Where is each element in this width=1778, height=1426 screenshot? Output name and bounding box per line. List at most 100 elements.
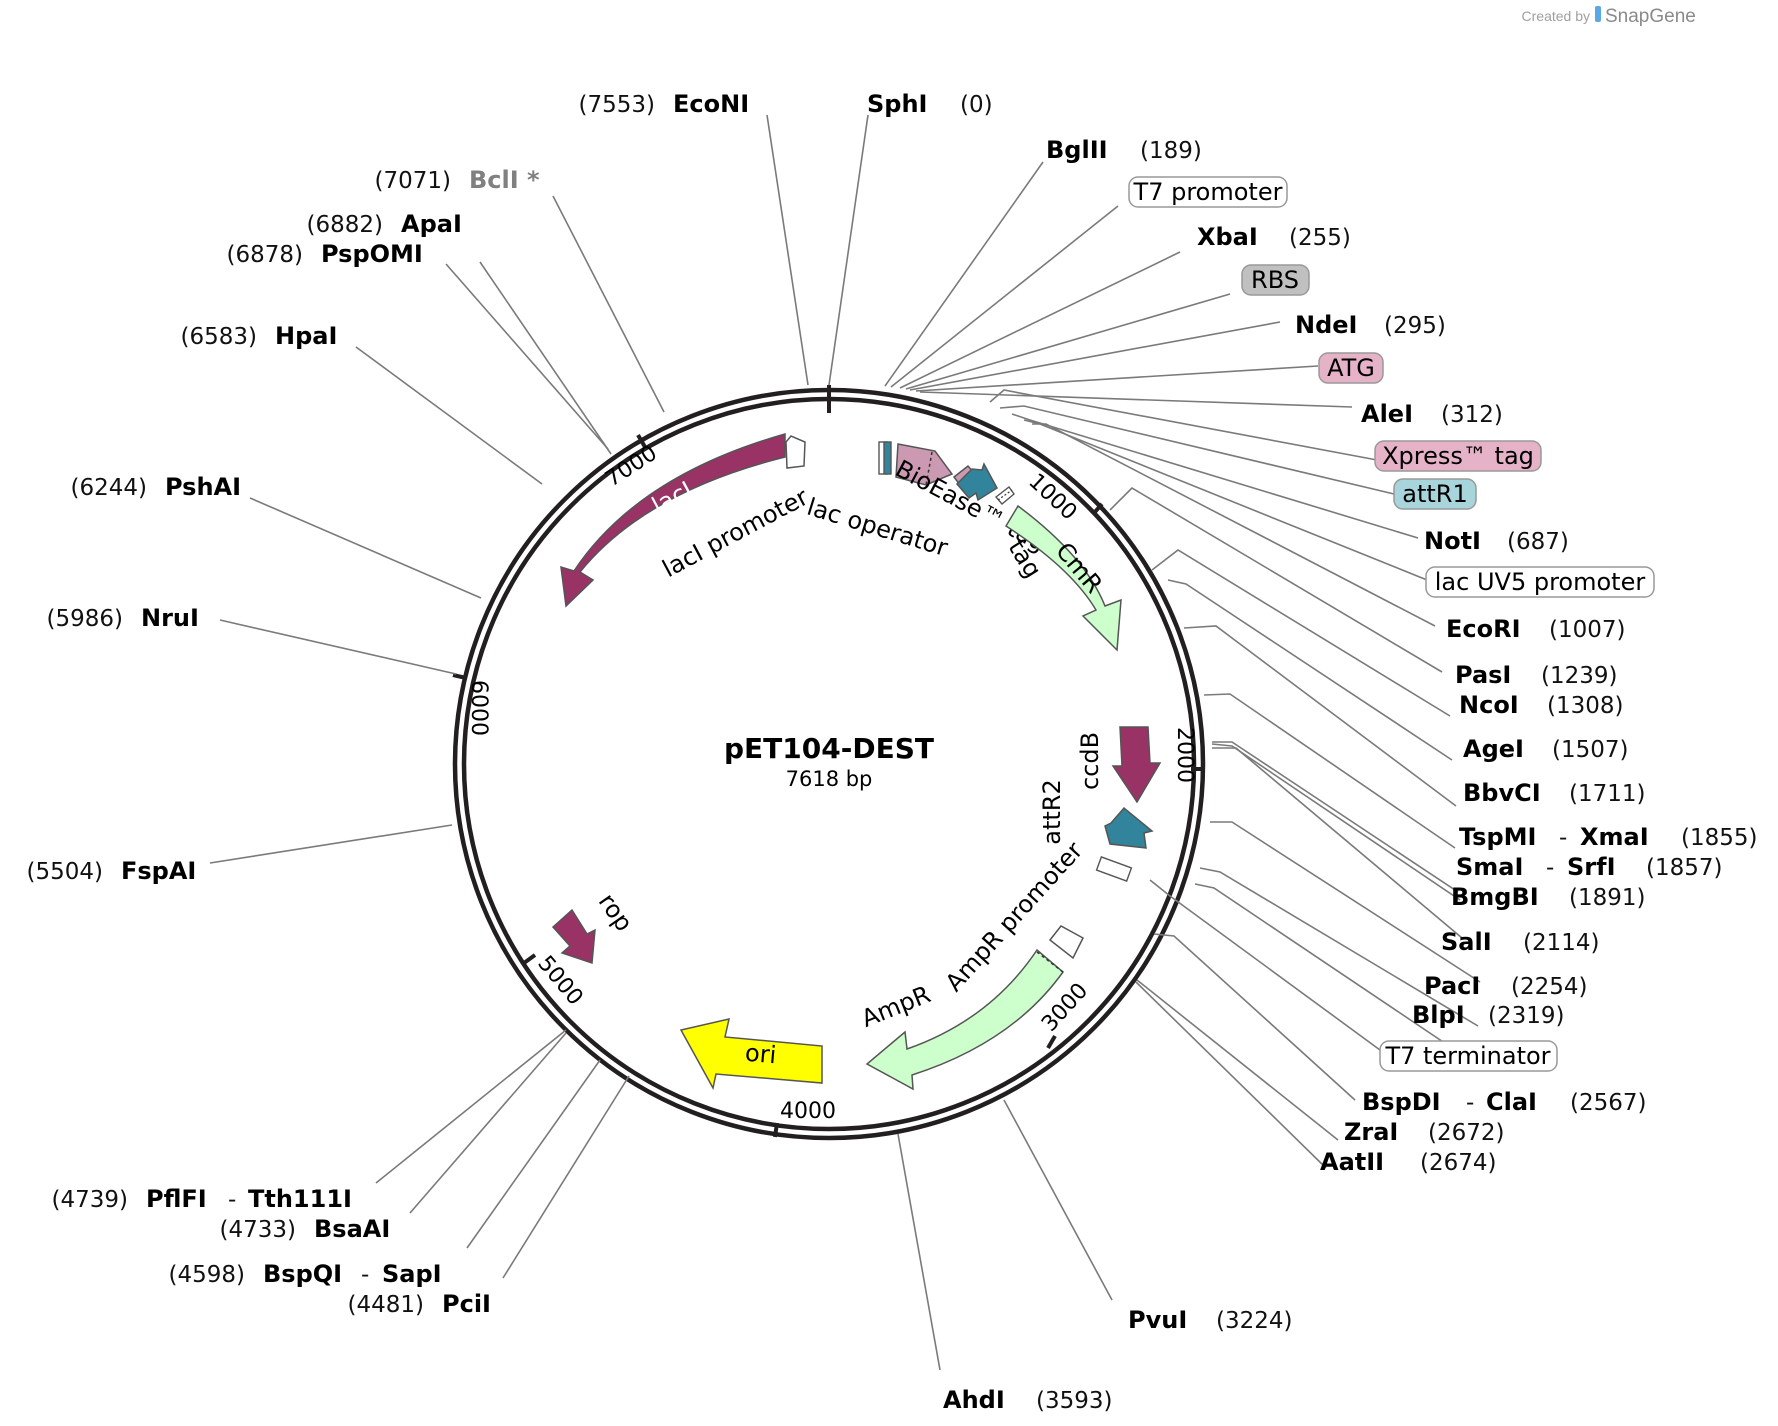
- SmaI-name[interactable]: SmaI: [1456, 853, 1523, 881]
- SapI-name[interactable]: SapI: [382, 1260, 442, 1288]
- PacI-name[interactable]: PacI: [1424, 972, 1480, 1000]
- PflFI-dash: -: [228, 1187, 236, 1213]
- lacI-arrow: [560, 433, 786, 608]
- AleI-name[interactable]: AleI: [1361, 400, 1413, 428]
- TspMI-pos: (1855): [1681, 825, 1757, 851]
- NruI-pos: (5986): [47, 606, 123, 632]
- Tth111I-name[interactable]: Tth111I: [248, 1185, 352, 1213]
- PciI-name[interactable]: PciI: [442, 1290, 491, 1318]
- BbvCI-pos: (1711): [1569, 781, 1645, 807]
- BglII-name[interactable]: BglII: [1046, 136, 1108, 164]
- ClaI-name[interactable]: ClaI: [1486, 1088, 1537, 1116]
- leader-lines: [209, 114, 1481, 1371]
- AatII-name[interactable]: AatII: [1320, 1148, 1384, 1176]
- NcoI-pos: (1308): [1547, 693, 1623, 719]
- SrfI-name[interactable]: SrfI: [1567, 853, 1616, 881]
- T7-terminator-mark: [1095, 856, 1133, 882]
- EcoRI-name[interactable]: EcoRI: [1446, 615, 1521, 643]
- feature-boxes: T7 promoter RBS ATG Xpress™ tag attR1 la…: [1128, 176, 1655, 1072]
- plasmid-size: 7618 bp: [786, 767, 873, 791]
- attR1-label: attR1: [1402, 480, 1467, 508]
- AmpR-promoter-arrow: [1048, 925, 1084, 960]
- FspAI-name[interactable]: FspAI: [121, 857, 196, 885]
- HpaI-name[interactable]: HpaI: [275, 322, 337, 350]
- ZraI-pos: (2672): [1428, 1120, 1504, 1146]
- NcoI-name[interactable]: NcoI: [1459, 691, 1519, 719]
- T7-terminator-label: T7 terminator: [1384, 1042, 1550, 1070]
- EcoNI-pos: (7553): [579, 92, 655, 118]
- AleI-pos: (312): [1441, 402, 1503, 428]
- BlpI-name[interactable]: BlpI: [1412, 1001, 1465, 1029]
- BsaAI-pos: (4733): [220, 1217, 296, 1243]
- credit-prefix: Created by: [1522, 8, 1590, 24]
- PspOMI-pos: (6878): [227, 242, 303, 268]
- SalI-pos: (2114): [1523, 930, 1599, 956]
- PacI-pos: (2254): [1511, 974, 1587, 1000]
- ATG-box: [1318, 352, 1384, 384]
- PasI-name[interactable]: PasI: [1455, 661, 1511, 689]
- PspOMI-name[interactable]: PspOMI: [321, 240, 423, 268]
- HpaI-pos: (6583): [181, 324, 257, 350]
- AhdI-name[interactable]: AhdI: [943, 1386, 1005, 1414]
- XbaI-name[interactable]: XbaI: [1197, 223, 1258, 251]
- NdeI-pos: (295): [1384, 313, 1446, 339]
- attR2-label: attR2: [1038, 779, 1066, 844]
- attR1-arrow: [955, 462, 998, 502]
- BbvCI-name[interactable]: BbvCI: [1463, 779, 1541, 807]
- BmgBI-name[interactable]: BmgBI: [1451, 883, 1539, 911]
- PvuI-name[interactable]: PvuI: [1128, 1306, 1187, 1334]
- BspDI-name[interactable]: BspDI: [1362, 1088, 1441, 1116]
- AhdI-pos: (3593): [1036, 1388, 1112, 1414]
- SphI-pos: (0): [960, 92, 993, 118]
- XmaI-name[interactable]: XmaI: [1580, 823, 1649, 851]
- lacI-promoter-arrow: [785, 435, 806, 469]
- RBS-box: [1241, 264, 1310, 296]
- T7-terminator-box: [1379, 1040, 1558, 1072]
- ATG-label: ATG: [1327, 354, 1375, 382]
- XbaI-pos: (255): [1289, 225, 1351, 251]
- TspMI-name[interactable]: TspMI: [1459, 823, 1536, 851]
- ApaI-name[interactable]: ApaI: [401, 210, 462, 238]
- RBS-label: RBS: [1251, 266, 1299, 294]
- bioease-tag-arrow: [895, 443, 954, 486]
- ZraI-name[interactable]: ZraI: [1344, 1118, 1398, 1146]
- NruI-name[interactable]: NruI: [141, 604, 199, 632]
- T7-promoter-box: [1128, 176, 1288, 208]
- NotI-name[interactable]: NotI: [1424, 527, 1481, 555]
- attR1-box: [1393, 478, 1477, 510]
- EcoNI-name[interactable]: EcoNI: [673, 90, 749, 118]
- rop-label: rop: [593, 888, 638, 936]
- BspDI-dash: -: [1466, 1090, 1474, 1116]
- BlpI-pos: (2319): [1488, 1003, 1564, 1029]
- snapgene-logo-icon: [1595, 6, 1601, 22]
- PshAI-name[interactable]: PshAI: [165, 473, 241, 501]
- FspAI-pos: (5504): [27, 859, 103, 885]
- AmpR-arrow: [865, 948, 1065, 1091]
- BsaAI-name[interactable]: BsaAI: [314, 1215, 390, 1243]
- PflFI-name[interactable]: PflFI: [146, 1185, 207, 1213]
- CmR-arrow: [1004, 504, 1122, 652]
- PciI-pos: (4481): [348, 1292, 424, 1318]
- BspQI-name[interactable]: BspQI: [263, 1260, 342, 1288]
- lac-UV5-promoter-label: lac UV5 promoter: [1435, 568, 1646, 596]
- SphI-name[interactable]: SphI: [867, 90, 927, 118]
- attR2-arrow: [1104, 806, 1154, 849]
- ApaI-pos: (6882): [307, 212, 383, 238]
- NdeI-name[interactable]: NdeI: [1295, 311, 1357, 339]
- enzyme-labels: (7553) EcoNI SphI (0) (7071) BclI * (688…: [27, 90, 1758, 1414]
- ccdB-arrow: [1111, 726, 1162, 804]
- SmaI-pos: (1857): [1646, 855, 1722, 881]
- BclI-pos: (7071): [375, 168, 451, 194]
- tick-label-6000: 6000: [466, 680, 491, 736]
- AgeI-name[interactable]: AgeI: [1463, 735, 1524, 763]
- PshAI-pos: (6244): [71, 475, 147, 501]
- BmgBI-pos: (1891): [1569, 885, 1645, 911]
- ccdB-label: ccdB: [1076, 732, 1104, 790]
- BclI-name[interactable]: BclI *: [469, 166, 540, 194]
- AatII-pos: (2674): [1420, 1150, 1496, 1176]
- NotI-pos: (687): [1507, 529, 1569, 555]
- SalI-name[interactable]: SalI: [1441, 928, 1492, 956]
- Xpress-tag-box: [1374, 440, 1542, 472]
- plasmid-name: pET104-DEST: [724, 732, 934, 765]
